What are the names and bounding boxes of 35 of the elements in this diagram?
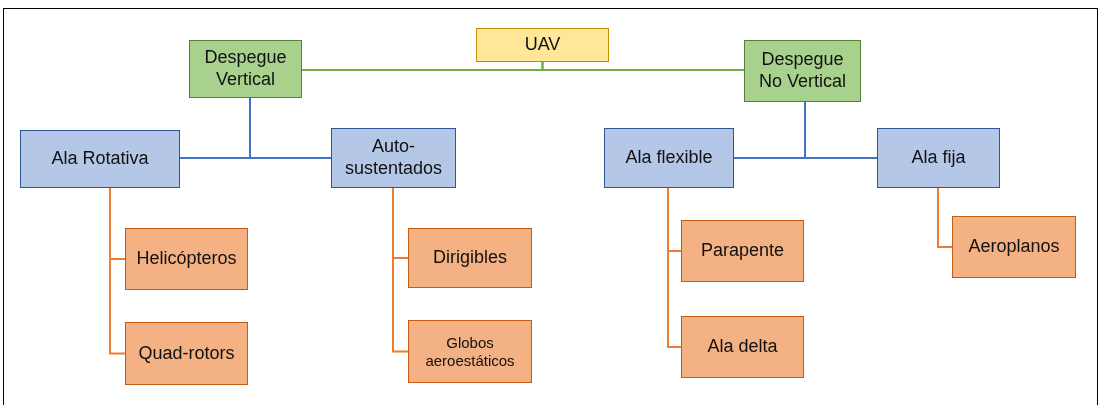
node-label: UAV <box>524 34 561 56</box>
subcategory-box <box>877 128 1000 188</box>
connector-line <box>804 101 878 159</box>
connector-line <box>392 187 409 353</box>
node-label: Despegue Vertical <box>203 47 288 91</box>
type-box <box>408 228 532 288</box>
node-label: Ala flexible <box>625 147 713 169</box>
category-box <box>189 40 302 98</box>
subcategory-box <box>604 128 734 188</box>
node-label: Ala Rotativa <box>51 148 149 170</box>
root-box <box>476 28 609 62</box>
connector-line <box>541 61 745 71</box>
node-label: Globos aeroestáticos <box>424 333 516 370</box>
node-label: Aeroplanos <box>968 236 1060 258</box>
connector-line <box>667 187 682 348</box>
type-box <box>681 220 804 282</box>
subcategory-box <box>331 128 456 188</box>
type-box <box>408 320 532 383</box>
node-label: Ala delta <box>707 336 778 358</box>
node-label: Dirigibles <box>433 247 507 269</box>
node-label: Despegue No Vertical <box>757 49 847 93</box>
node-label: Auto-sustentados <box>343 136 444 180</box>
type-box <box>125 322 248 385</box>
connector-line <box>109 187 126 355</box>
type-box <box>952 216 1076 278</box>
node-label: Quad-rotors <box>138 342 235 365</box>
category-box <box>744 40 861 102</box>
node-label: Parapente <box>700 240 785 262</box>
subcategory-box <box>20 130 180 188</box>
type-box <box>681 316 804 378</box>
node-label: Helicópteros <box>136 248 237 270</box>
node-label: Ala fija <box>911 147 966 169</box>
type-box <box>125 228 248 290</box>
connector-line <box>249 97 332 159</box>
connector-line <box>937 187 953 248</box>
